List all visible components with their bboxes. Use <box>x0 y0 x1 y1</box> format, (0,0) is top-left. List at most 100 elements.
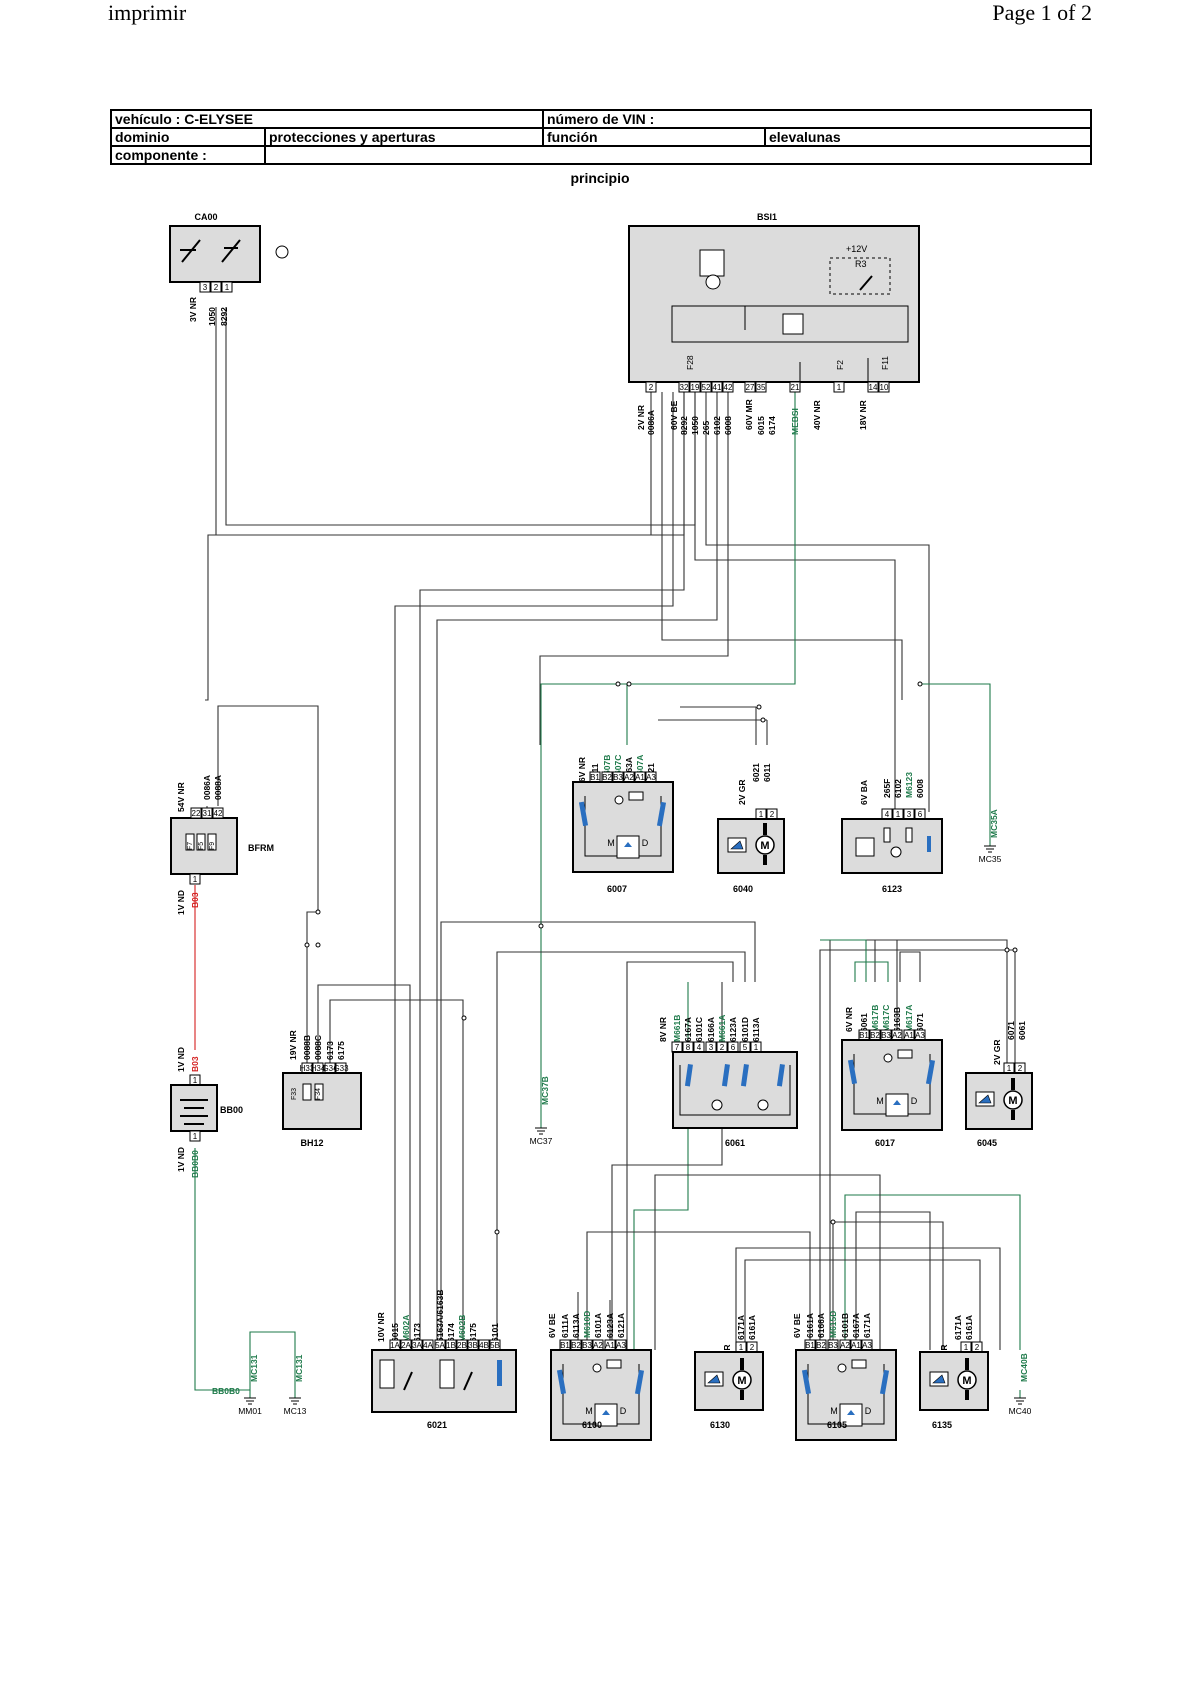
c6100-m-letter: M <box>585 1406 593 1416</box>
c6135-shaft-icon <box>965 1358 969 1370</box>
junction-dot <box>626 681 632 687</box>
c6007-wire-label: 6163A <box>624 757 634 782</box>
c6135-wire-label: 6171A <box>953 1315 963 1340</box>
print-link[interactable]: imprimir <box>108 0 187 25</box>
bsi1-wire-label: 1050 <box>690 416 700 435</box>
c6123-pin-label: 1 <box>896 810 901 819</box>
bh12-fuse-label: F34 <box>315 1088 322 1100</box>
wire <box>744 1259 981 1350</box>
c6105-wire-label: 6167A <box>851 1313 861 1338</box>
bsi1-f11-label: F11 <box>880 356 890 370</box>
c6017-pin-label: A1 <box>904 1031 914 1040</box>
bsi1-conn-60vbe: 60V BE <box>669 400 679 430</box>
key-icon <box>275 245 289 259</box>
bsi1-pin-label: 1 <box>837 383 842 392</box>
wire <box>419 392 685 1350</box>
c6040-title: 6040 <box>733 884 753 894</box>
c6100-wire-label: 6121A <box>616 1313 626 1338</box>
c6105-wire-label: 6171A <box>862 1313 872 1338</box>
bsi1-box <box>628 225 920 383</box>
info-table: vehículo : C-ELYSEE número de VIN : domi… <box>110 109 1092 165</box>
c6040-pin-label: 2 <box>770 810 775 819</box>
bb00-title: BB00 <box>220 1105 243 1115</box>
bsi1-pin-label: 35 <box>757 383 766 392</box>
wire <box>440 921 756 1350</box>
c6135-window-glass-icon <box>932 1374 946 1384</box>
c6130-motor-letter: M <box>737 1375 746 1387</box>
junction-dot <box>830 1219 836 1225</box>
bh12-pin-label: H34 <box>311 1064 326 1073</box>
c6105-contact-icon <box>801 1369 812 1395</box>
c6021-wire-label: M602A <box>401 1315 411 1342</box>
c6021-wire-label: 6101 <box>490 1323 500 1342</box>
domain-label: dominio <box>110 127 266 147</box>
bfrm-out-pin-label: 1 <box>193 875 198 884</box>
bsi1-pin <box>833 381 845 393</box>
bfrm-fuse-label: F7 <box>187 842 194 850</box>
c6007-wire-label: M607B <box>602 755 612 782</box>
bfrm-fuse-icon <box>207 833 217 851</box>
c6061-wire-label: 6167A <box>683 1017 693 1042</box>
c6061-pin-label: 3 <box>709 1043 714 1052</box>
wire <box>832 1221 944 1350</box>
bfrm-pin-label: 42 <box>214 809 223 818</box>
ca00-pin <box>199 281 211 293</box>
c6007-lamp-icon <box>614 795 624 805</box>
c6105-box <box>795 1349 897 1441</box>
bsi1-wire-label: MEBSI <box>790 408 800 435</box>
c6100-wire-label: 6123A <box>605 1313 615 1338</box>
bsi1-pin <box>722 381 734 393</box>
bsi1-chip-icon <box>782 313 804 335</box>
wire <box>215 307 685 536</box>
wire <box>317 984 411 1350</box>
c6123-wire-label: 6102 <box>893 779 903 798</box>
c6105-wire-label: M615D <box>828 1311 838 1338</box>
bsi1-wire-label: 0086A <box>646 410 656 435</box>
c6105-pin-label: A2 <box>840 1341 850 1350</box>
c6045-shaft-icon <box>1011 1078 1015 1090</box>
c6105-pin-label: A3 <box>862 1341 872 1350</box>
c6123-lamp-icon <box>890 846 902 858</box>
c6007-pin-label: B1 <box>590 773 600 782</box>
bsi1-pin-label: 10 <box>880 383 889 392</box>
bh12-fuse-icon <box>302 1083 312 1101</box>
c6007-resistor-icon <box>628 791 644 801</box>
page-indicator: Page 1 of 2 <box>992 0 1092 25</box>
c6021-wire-label: 6163A/6163B <box>435 1290 445 1342</box>
c6100-d-letter: D <box>620 1406 627 1416</box>
c6100-wire-label: M610D <box>582 1311 592 1338</box>
c6105-pin-label: A1 <box>851 1341 861 1350</box>
c6045-title: 6045 <box>977 1138 997 1148</box>
c6061-wire-label: M661B <box>672 1015 682 1042</box>
c6100-title: 6100 <box>582 1420 602 1430</box>
c6007-contact-icon <box>656 801 667 827</box>
bfrm-out-pin <box>189 873 201 885</box>
c6040-wire-label: 6021 <box>751 763 761 782</box>
wire <box>855 1211 931 1350</box>
c6021-pin-label: 4B <box>479 1341 489 1350</box>
c6007-connector-label: 6V NR <box>577 757 587 782</box>
c6061-title: 6061 <box>725 1138 745 1148</box>
bsi1-pin-label: 41 <box>713 383 722 392</box>
bsi1-lamp-icon <box>705 274 721 290</box>
c6017-wire-label: M617A <box>904 1005 914 1032</box>
bh12-fuse-icon <box>314 1083 324 1101</box>
wire <box>819 949 1016 1350</box>
c6017-title: 6017 <box>875 1138 895 1148</box>
c6017-contact-icon <box>847 1059 858 1085</box>
junction-dot <box>760 717 766 723</box>
c6045-wire-label: 6061 <box>1017 1021 1027 1040</box>
c6123-pin-label: 6 <box>918 810 923 819</box>
ca00-pin-label: 3 <box>203 283 208 292</box>
bsi1-relay-box <box>829 257 891 295</box>
bsi1-pin-label: 42 <box>724 383 733 392</box>
c6017-pin-label: B2 <box>870 1031 880 1040</box>
bh12-pin-label: G33 <box>333 1064 349 1073</box>
ca00-title: CA00 <box>194 212 217 222</box>
c6007-pin-label: A3 <box>646 773 656 782</box>
component-value <box>264 145 1092 165</box>
bsi1-wire-label: 265 <box>701 421 711 435</box>
c6130-motor-icon <box>732 1370 752 1390</box>
junction-dot <box>756 704 762 710</box>
bfrm-wire-label: 0088A <box>213 775 223 800</box>
